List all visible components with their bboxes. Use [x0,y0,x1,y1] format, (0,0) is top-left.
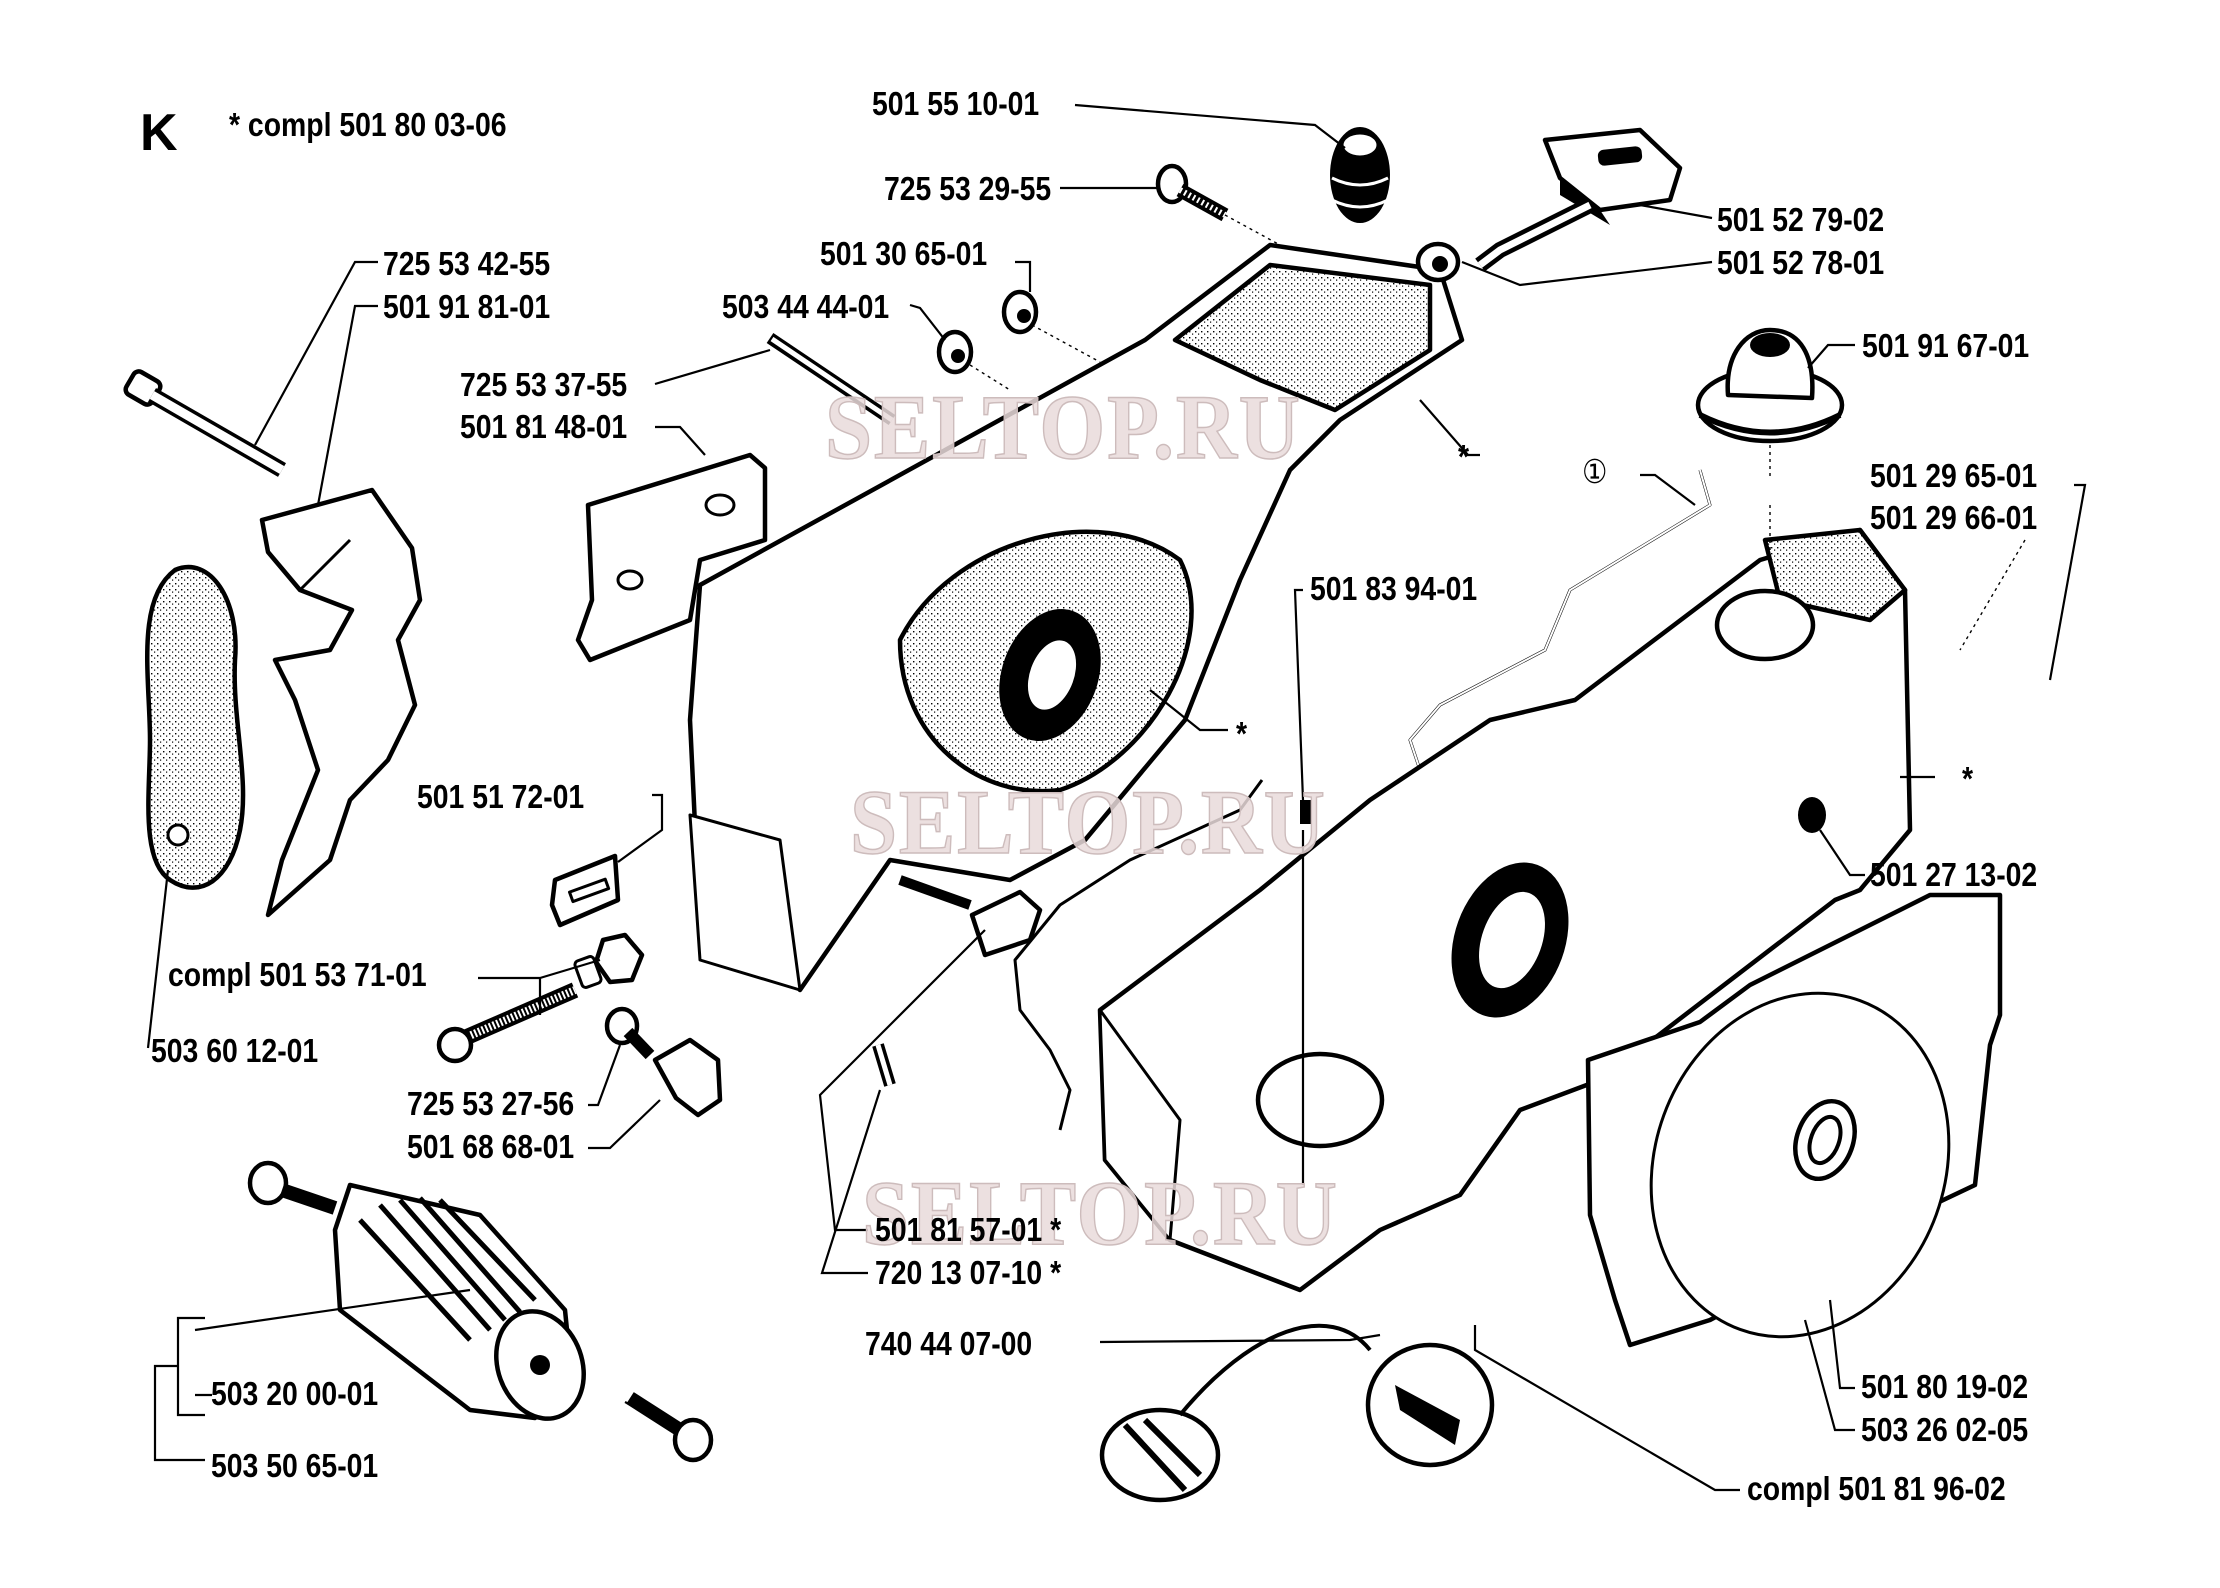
part-label: 501 29 65-01 [1870,457,2037,495]
watermark: SELTOP.RU [862,1163,1339,1265]
screw-725-53-29-55 [1155,163,1229,222]
bolt-725-53-37-55 [766,333,896,425]
part-label: 725 53 42-55 [383,245,550,283]
watermark: SELTOP.RU [850,772,1327,874]
bracket-501-68-68-01 [652,1037,723,1118]
watermark: SELTOP.RU [825,377,1302,479]
part-label: 501 83 94-01 [1310,570,1477,608]
part-label: 725 53 37-55 [460,366,627,404]
part-label: 501 68 68-01 [407,1128,574,1166]
rubber-buffer-501-55-10-01 [1330,127,1390,223]
deflector-503-60-12-01 [144,564,246,890]
part-label: 503 60 12-01 [151,1032,318,1070]
part-label: 501 55 10-01 [872,85,1039,123]
screw-725-53-27-56 [604,1006,655,1060]
part-label: 720 13 07-10 * [875,1254,1061,1292]
part-label: 501 52 79-02 [1717,201,1884,239]
tensioner-501-53-71-01 [436,932,645,1064]
section-letter: K [140,104,178,162]
av-element-503-20-00-01 [247,1160,714,1463]
part-label: 503 50 65-01 [211,1447,378,1485]
guard-plate-501-91-81-01 [259,487,423,918]
part-label: 501 51 72-01 [417,778,584,816]
asterisk-marker: * [1236,715,1247,753]
part-label: 501 27 13-02 [1870,856,2037,894]
part-labels: 501 55 10-01 725 53 29-55 501 30 65-01 5… [151,85,2037,1508]
part-label: 501 80 19-02 [1861,1368,2028,1406]
part-label: 501 91 67-01 [1862,327,2029,365]
header-note: * compl 501 80 03-06 [229,106,507,144]
part-label: 501 29 66-01 [1870,499,2037,537]
bolt-725-53-42-55 [123,369,286,477]
asterisk-marker: * [1962,760,1973,798]
leader-lines [146,103,2087,1492]
part-label: 501 30 65-01 [820,235,987,273]
callout-circle-1: ① [1582,453,1607,491]
part-label: 740 44 07-00 [865,1325,1032,1363]
part-label: 501 91 81-01 [383,288,550,326]
pin-501-83-94-01 [1300,800,1312,824]
part-label: 501 81 57-01 * [875,1211,1061,1249]
part-label: 503 26 02-05 [1861,1411,2028,1449]
part-label: 725 53 27-56 [407,1085,574,1123]
part-label: 501 81 48-01 [460,408,627,446]
grommet-501-52-78-01 [1415,241,1461,283]
cap-501-91-67-01 [1695,327,1845,444]
part-label: compl 501 81 96-02 [1747,1470,2006,1508]
handle-501-52-79-02 [1475,127,1683,272]
asterisk-marker: * [1458,438,1469,476]
part-label: 501 52 78-01 [1717,244,1884,282]
nut-501-30-65-01 [1001,289,1039,335]
part-label: 503 20 00-01 [211,1375,378,1413]
part-label: 503 44 44-01 [722,288,889,326]
part-label: 725 53 29-55 [884,170,1051,208]
fuel-cap-740-44-07-00 [1099,1323,1495,1503]
part-label: compl 501 53 71-01 [168,956,427,994]
washer-503-44-44-01 [936,329,974,375]
